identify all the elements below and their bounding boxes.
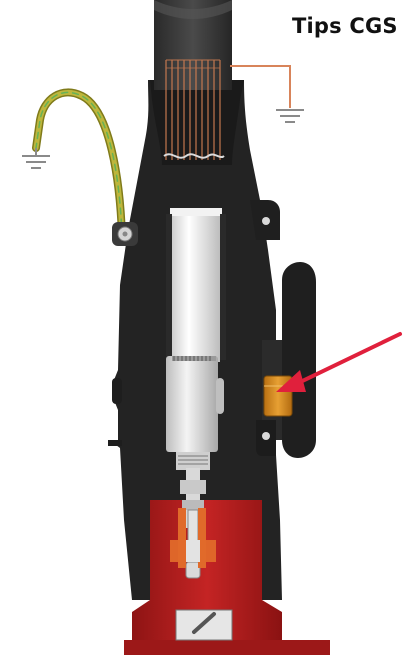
ground-cable — [32, 88, 126, 240]
ground-lug — [112, 222, 138, 246]
shield-ground-wire — [230, 65, 291, 108]
orange-contact — [170, 508, 216, 568]
cable-cut-line — [163, 153, 225, 159]
cable-shield-conductors — [165, 59, 221, 160]
connector-pin — [180, 468, 206, 579]
conductor-insulator — [166, 208, 226, 362]
ground-symbol — [22, 148, 50, 169]
ground-symbol — [276, 109, 304, 123]
red-arrow — [276, 332, 402, 392]
red-base — [124, 498, 330, 655]
diagram-title: Tips CGS — [292, 14, 398, 38]
cable — [154, 0, 232, 90]
cable-connector — [166, 356, 224, 470]
